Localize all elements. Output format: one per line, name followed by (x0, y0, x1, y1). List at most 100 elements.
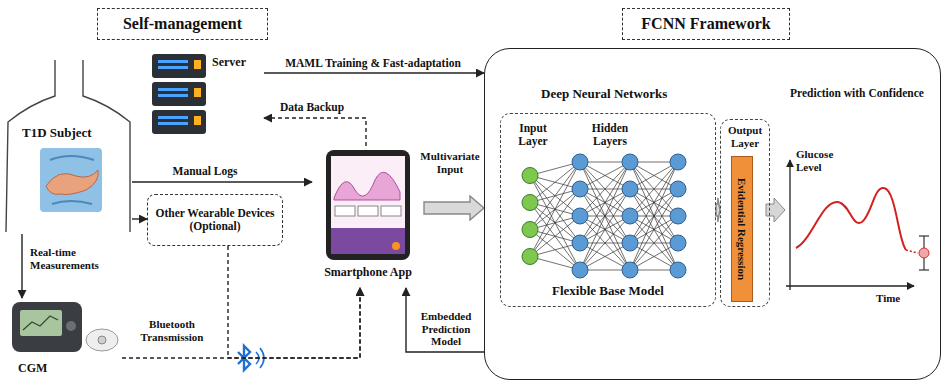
cgm-device (66, 321, 76, 331)
box-label: Input Layer (508, 122, 558, 148)
glucose-chart (786, 160, 929, 290)
server: Server (148, 50, 264, 138)
neural-network (580, 162, 630, 243)
neural-network (522, 168, 538, 184)
neural-network (580, 162, 630, 189)
output-layer-box: Evidential RegressionOutput Layer (720, 119, 770, 307)
wearable-box: Other Wearable Devices (Optional) (147, 194, 283, 246)
cgm-device (12, 302, 82, 352)
glucose-chart (919, 269, 929, 270)
edge-label: Manual Logs (150, 165, 260, 178)
flow-arrow (766, 198, 785, 222)
server-icon (158, 66, 188, 69)
glucose-chart (796, 188, 906, 250)
neural-network (580, 243, 630, 270)
neural-network (670, 181, 686, 197)
neural-network (670, 208, 686, 224)
box-label: Other Wearable Devices (Optional) (148, 207, 282, 233)
connector-arrow (228, 246, 360, 358)
edge-label: Bluetooth Transmission (134, 318, 210, 343)
neural-network (522, 195, 538, 211)
axis-label: Glucose Level (796, 148, 858, 173)
neural-network (522, 222, 538, 238)
neural-network (572, 235, 588, 251)
connector-arrow (122, 288, 360, 358)
server-icon (152, 54, 206, 134)
patient-body (6, 60, 130, 232)
cgm-device (23, 316, 58, 330)
glucose-chart (906, 250, 918, 253)
block-arrow (424, 196, 484, 220)
edge-label: Multivariate Input (419, 150, 481, 175)
neural-network (630, 189, 678, 270)
neural-network (580, 162, 630, 189)
patient-figure: T1D Subject (4, 120, 132, 234)
box-label: Flexible Base Model (504, 284, 712, 299)
fcnn-frame: Input LayerHidden LayersFlexible Base Mo… (484, 48, 941, 380)
edge-label: Data Backup (272, 101, 352, 114)
base-model-box: Input LayerHidden LayersFlexible Base Mo… (500, 113, 716, 307)
patient-body (6, 60, 130, 232)
server-icon (194, 88, 201, 97)
neural-network (622, 262, 638, 278)
smartphone-icon (381, 206, 401, 216)
box-label: CGM (18, 362, 68, 376)
smartphone-icon (331, 228, 405, 254)
neural-network (630, 162, 678, 243)
box-label: Self-management (123, 15, 242, 33)
server-icon (158, 88, 188, 91)
smartphone-icon (392, 242, 400, 250)
edge-label: MAML Training & Fast-adaptation (268, 57, 478, 70)
neural-network (530, 230, 580, 271)
smartphone-icon (326, 150, 410, 260)
server-icon (152, 54, 206, 78)
neural-network (622, 181, 638, 197)
cgm-device (12, 302, 118, 352)
neural-network (580, 162, 630, 243)
section-header: Self-management (97, 8, 268, 40)
smartphone-icon (331, 156, 405, 254)
glucose-chart (919, 248, 929, 258)
neural-network (530, 162, 580, 203)
neural-network (622, 208, 638, 224)
glucose-chart (919, 235, 929, 236)
neural-network (572, 154, 588, 170)
neural-network (580, 189, 630, 270)
neural-network (530, 216, 580, 257)
glucose-chart (789, 160, 790, 290)
neural-network (580, 189, 630, 270)
connector-arrow (132, 218, 147, 219)
box-label: Prediction with Confidence (777, 87, 937, 100)
cgm-device: CGM (6, 298, 122, 380)
box-label: T1D Subject (22, 126, 122, 141)
neural-network (630, 189, 678, 270)
neural-network (670, 262, 686, 278)
smartphone-icon (334, 172, 400, 200)
neural-network (522, 154, 686, 278)
connector-arrow (264, 72, 484, 73)
server-icon (158, 116, 188, 119)
cgm-device (20, 310, 62, 336)
connectors (22, 73, 720, 358)
box-label: Server (212, 56, 260, 70)
flow-arrow (766, 198, 785, 222)
server-icon (158, 94, 188, 97)
cgm-device (98, 336, 106, 344)
connector-arrow (264, 118, 366, 146)
neural-network (572, 208, 588, 224)
neural-network (580, 243, 630, 270)
edge-label: Embedded Prediction Model (411, 310, 481, 348)
neural-network (630, 162, 678, 243)
bluetooth-icon (234, 344, 266, 374)
neural-network (572, 262, 588, 278)
connector-arrow (406, 288, 484, 352)
smartphone-icon (326, 150, 410, 260)
neural-network (622, 154, 638, 170)
neural-network (622, 235, 638, 251)
axis-label: Time (876, 292, 916, 305)
box-label: Evidential Regression (736, 178, 749, 280)
